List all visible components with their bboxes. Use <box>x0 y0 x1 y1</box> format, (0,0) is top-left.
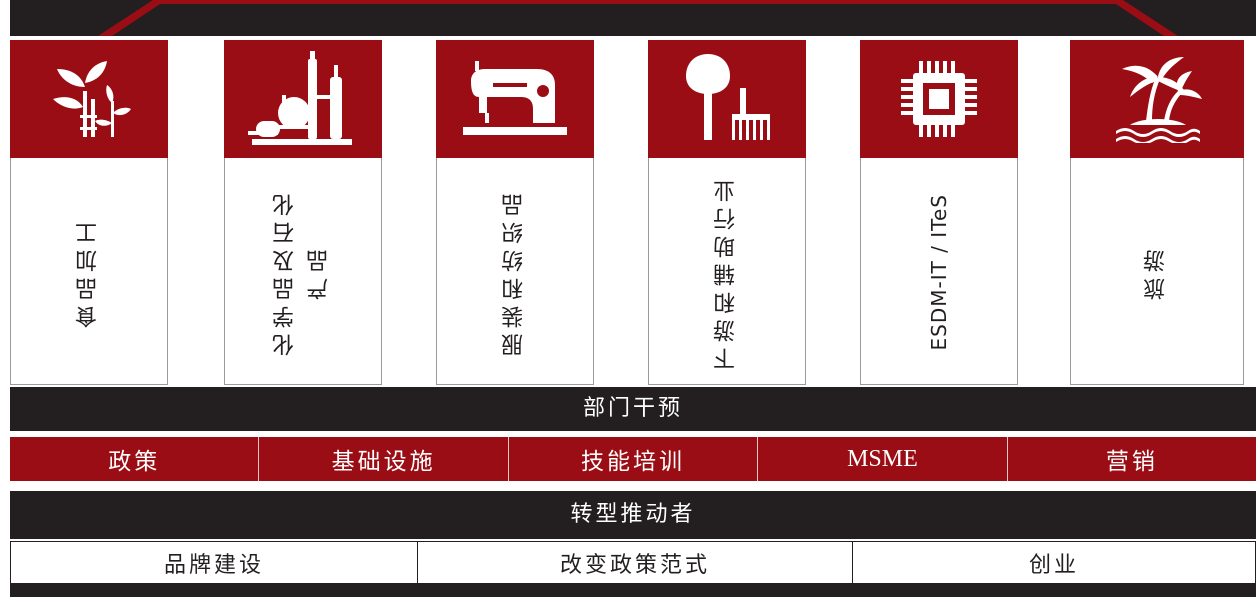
sector-label: 下游和辅助行业 <box>714 174 739 370</box>
enabler-entrepreneurship: 创业 <box>1028 552 1079 578</box>
enablers-header: 转型推动者 <box>10 491 1256 539</box>
intervention-policy: 政策 <box>10 437 260 481</box>
sector-card-tourism: 旅游 <box>1070 40 1244 385</box>
bottom-bar <box>10 584 1256 597</box>
enabler-branding: 品牌建设 <box>11 542 418 583</box>
palm-island-icon <box>1070 40 1244 158</box>
top-red-accent <box>98 0 1178 36</box>
sector-card-downstream: 下游和辅助行业 <box>648 40 806 385</box>
sector-label: 食品加工 <box>76 216 101 328</box>
intervention-msme: MSME <box>758 437 1008 481</box>
sector-card-esdm-it: ESDM-IT / ITeS <box>860 40 1018 385</box>
intervention-skill-training: 技能培训 <box>509 437 759 481</box>
sector-label: 旅游 <box>1144 244 1169 300</box>
sewing-machine-icon <box>436 40 594 158</box>
enablers-row: 品牌建设 改变政策范式 创业 <box>10 541 1256 584</box>
sector-cards: 食品加工 化学品及石化 产品 <box>10 40 1256 385</box>
microchip-icon <box>860 40 1018 158</box>
chemical-plant-icon <box>224 40 382 158</box>
sector-card-chemicals: 化学品及石化 产品 <box>224 40 382 385</box>
plant-sprout-icon <box>10 40 168 158</box>
intervention-infrastructure: 基础设施 <box>259 437 509 481</box>
sector-label: ESDM-IT / ITeS <box>927 193 951 351</box>
sector-card-apparel-textiles: 服装和纺织品 <box>436 40 594 385</box>
sector-label: 服装和纺织品 <box>502 188 527 356</box>
intervention-marketing: 营销 <box>1105 449 1158 475</box>
sector-card-food-processing: 食品加工 <box>10 40 168 385</box>
sector-label: 化学品及石化 产品 <box>273 188 332 356</box>
shovel-rake-icon <box>648 40 806 158</box>
enabler-policy-paradigm: 改变政策范式 <box>418 542 853 583</box>
interventions-header: 部门干预 <box>10 387 1256 431</box>
interventions-row: 政策 基础设施 技能培训 MSME 营销 <box>10 437 1256 481</box>
